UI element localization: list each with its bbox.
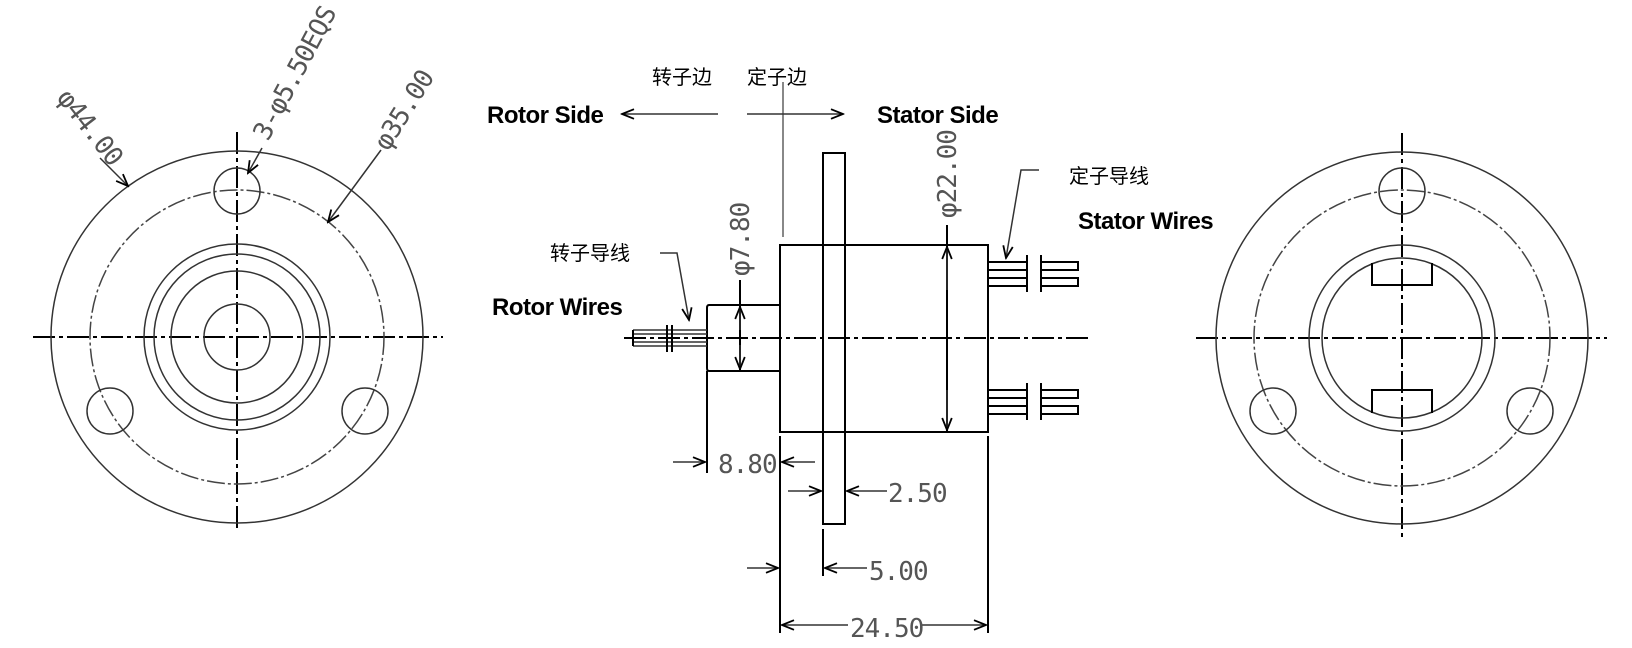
shaft-circle [203, 303, 271, 371]
inner-bore-circle [1321, 257, 1483, 419]
mounting-flange [822, 152, 846, 525]
leader-holes [248, 147, 263, 173]
leader-stator-wires [1006, 169, 1039, 258]
dim-body-diameter: φ22.00 [933, 130, 963, 218]
rotor-wires-label-cn: 转子导线 [550, 241, 630, 265]
rotor-wires [624, 325, 707, 352]
dim-shaft-diameter: φ7.80 [726, 203, 756, 276]
rotor-side-label-cn: 转子边 [652, 65, 712, 89]
stator-side-label: Stator Side [877, 102, 998, 129]
key-slot-bottom [1371, 389, 1433, 413]
stator-wires-bottom [988, 383, 1079, 420]
rotor-shaft [706, 304, 780, 372]
dim-flange-offset: 5.00 [869, 557, 928, 587]
dim-outer-diameter: φ44.00 [50, 84, 128, 172]
stator-wires-label-cn: 定子导线 [1069, 164, 1149, 188]
stator-end-view [1196, 133, 1607, 540]
stator-wires-label: Stator Wires [1078, 208, 1213, 235]
dim-pitch-circle: φ35.00 [368, 65, 440, 155]
side-view [622, 82, 1090, 633]
stator-side-label-cn: 定子边 [747, 65, 807, 89]
body-circle [143, 243, 331, 431]
stator-body [779, 244, 989, 433]
flange-outer-circle [50, 150, 424, 524]
leader-rotor-wires [660, 252, 689, 320]
ring-circle [153, 253, 321, 421]
mounting-hole [1506, 387, 1554, 435]
leader-outer-diameter [99, 157, 128, 186]
rotor-wires-label: Rotor Wires [492, 294, 622, 321]
mounting-hole [1249, 387, 1297, 435]
pitch-circle [89, 189, 385, 485]
body-circle [1308, 244, 1496, 432]
key-slot-top [1371, 263, 1433, 286]
mounting-hole [86, 387, 134, 435]
rotor-side-label: Rotor Side [487, 102, 603, 129]
dim-mounting-holes: 3-φ5.50EQS [248, 2, 343, 145]
flange-outer-circle [1215, 151, 1589, 525]
pitch-circle [1253, 189, 1551, 487]
dim-flange-thickness: 2.50 [888, 479, 947, 509]
stator-wires-top [988, 255, 1079, 292]
mounting-hole [213, 167, 261, 215]
rotor-end-view [33, 132, 443, 530]
mounting-hole [1378, 167, 1426, 215]
dim-total-length: 24.50 [850, 614, 923, 644]
dim-shaft-length: 8.80 [718, 450, 777, 480]
leader-pitch-circle [328, 149, 382, 222]
ring-circle [170, 270, 304, 404]
mounting-hole [341, 387, 389, 435]
